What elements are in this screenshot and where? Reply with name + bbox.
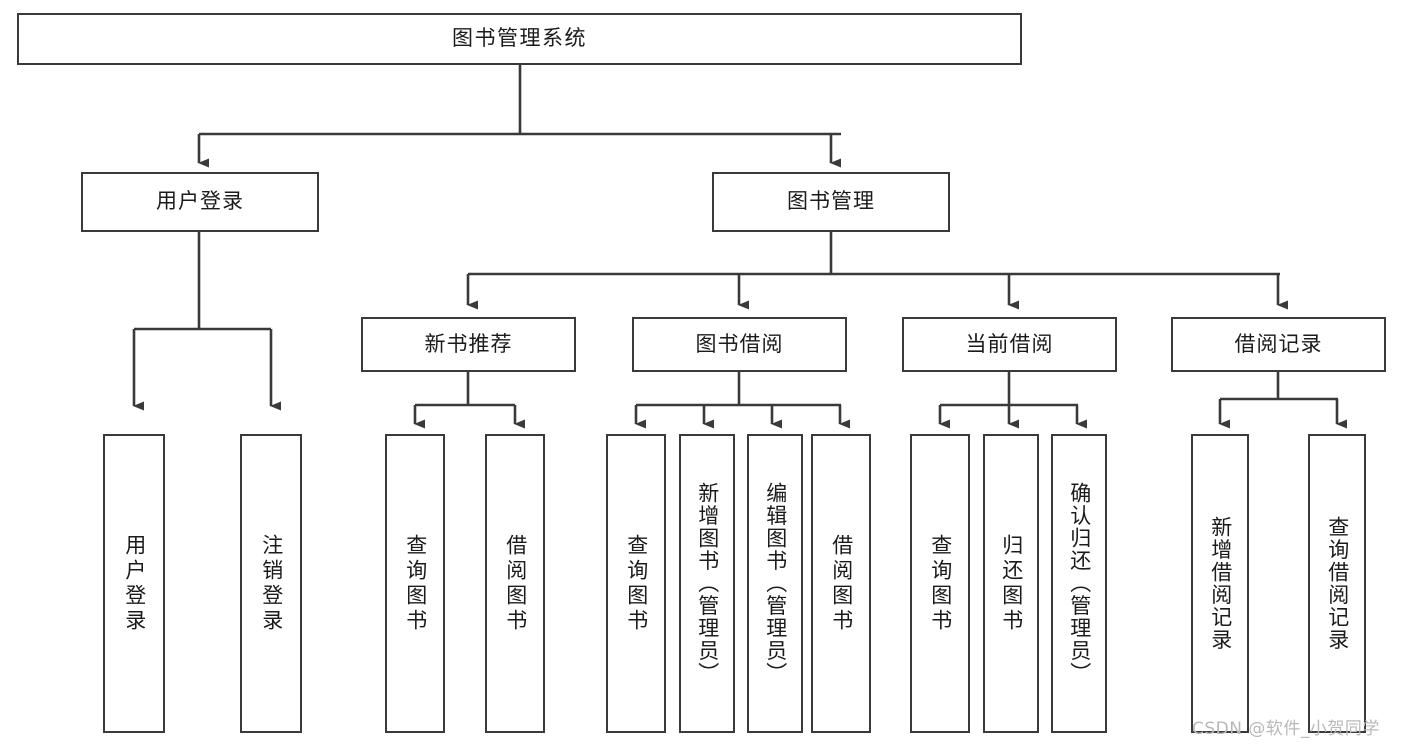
node-leaf-borrow-book-recommend-label: 借阅图书 [503,533,528,634]
node-new-book-recommend[interactable]: 新书推荐 [361,317,576,372]
node-leaf-query-book-current[interactable]: 查询图书 [910,434,970,733]
node-book-borrow[interactable]: 图书借阅 [632,317,847,372]
node-leaf-query-borrow-record[interactable]: 查询借阅记录 [1308,434,1366,733]
node-leaf-add-book[interactable]: 新增图书（管理员） [679,434,735,733]
node-leaf-add-borrow-record-label: 新增借阅记录 [1208,516,1233,651]
node-user-login-label: 用户登录 [156,189,244,214]
node-leaf-confirm-return[interactable]: 确认归还（管理员） [1051,434,1107,733]
node-leaf-user-login-label: 用户登录 [122,533,147,634]
node-book-borrow-label: 图书借阅 [695,331,784,356]
node-current-borrow-label: 当前借阅 [965,331,1054,356]
node-user-login[interactable]: 用户登录 [81,172,319,232]
node-leaf-query-book-borrow[interactable]: 查询图书 [606,434,666,733]
node-borrow-record[interactable]: 借阅记录 [1171,317,1386,372]
node-leaf-query-book-current-label: 查询图书 [928,533,953,634]
node-leaf-edit-book-label: 编辑图书（管理员） [763,482,788,685]
node-leaf-borrow-book-borrow-label: 借阅图书 [829,533,854,634]
node-leaf-query-borrow-record-label: 查询借阅记录 [1325,516,1350,651]
node-leaf-query-book-recommend[interactable]: 查询图书 [385,434,445,733]
node-leaf-logout-label: 注销登录 [259,533,284,634]
node-leaf-confirm-return-label: 确认归还（管理员） [1067,482,1092,685]
node-root-system[interactable]: 图书管理系统 [17,13,1022,65]
watermark-text: CSDN @软件_小贺同学 [1192,719,1380,739]
node-leaf-query-book-borrow-label: 查询图书 [624,533,649,634]
node-book-manage-label: 图书管理 [787,189,875,214]
node-leaf-user-login[interactable]: 用户登录 [103,434,165,733]
node-leaf-borrow-book-recommend[interactable]: 借阅图书 [485,434,545,733]
node-root-label: 图书管理系统 [452,26,587,51]
node-leaf-query-book-recommend-label: 查询图书 [403,533,428,634]
node-current-borrow[interactable]: 当前借阅 [902,317,1117,372]
node-leaf-return-book-label: 归还图书 [999,533,1024,634]
node-borrow-record-label: 借阅记录 [1234,331,1323,356]
node-book-manage[interactable]: 图书管理 [712,172,950,232]
node-leaf-add-book-label: 新增图书（管理员） [695,482,720,685]
node-new-book-recommend-label: 新书推荐 [424,331,513,356]
node-leaf-edit-book[interactable]: 编辑图书（管理员） [747,434,803,733]
node-leaf-logout[interactable]: 注销登录 [240,434,302,733]
node-leaf-add-borrow-record[interactable]: 新增借阅记录 [1191,434,1249,733]
node-leaf-borrow-book-borrow[interactable]: 借阅图书 [811,434,871,733]
node-leaf-return-book[interactable]: 归还图书 [983,434,1039,733]
